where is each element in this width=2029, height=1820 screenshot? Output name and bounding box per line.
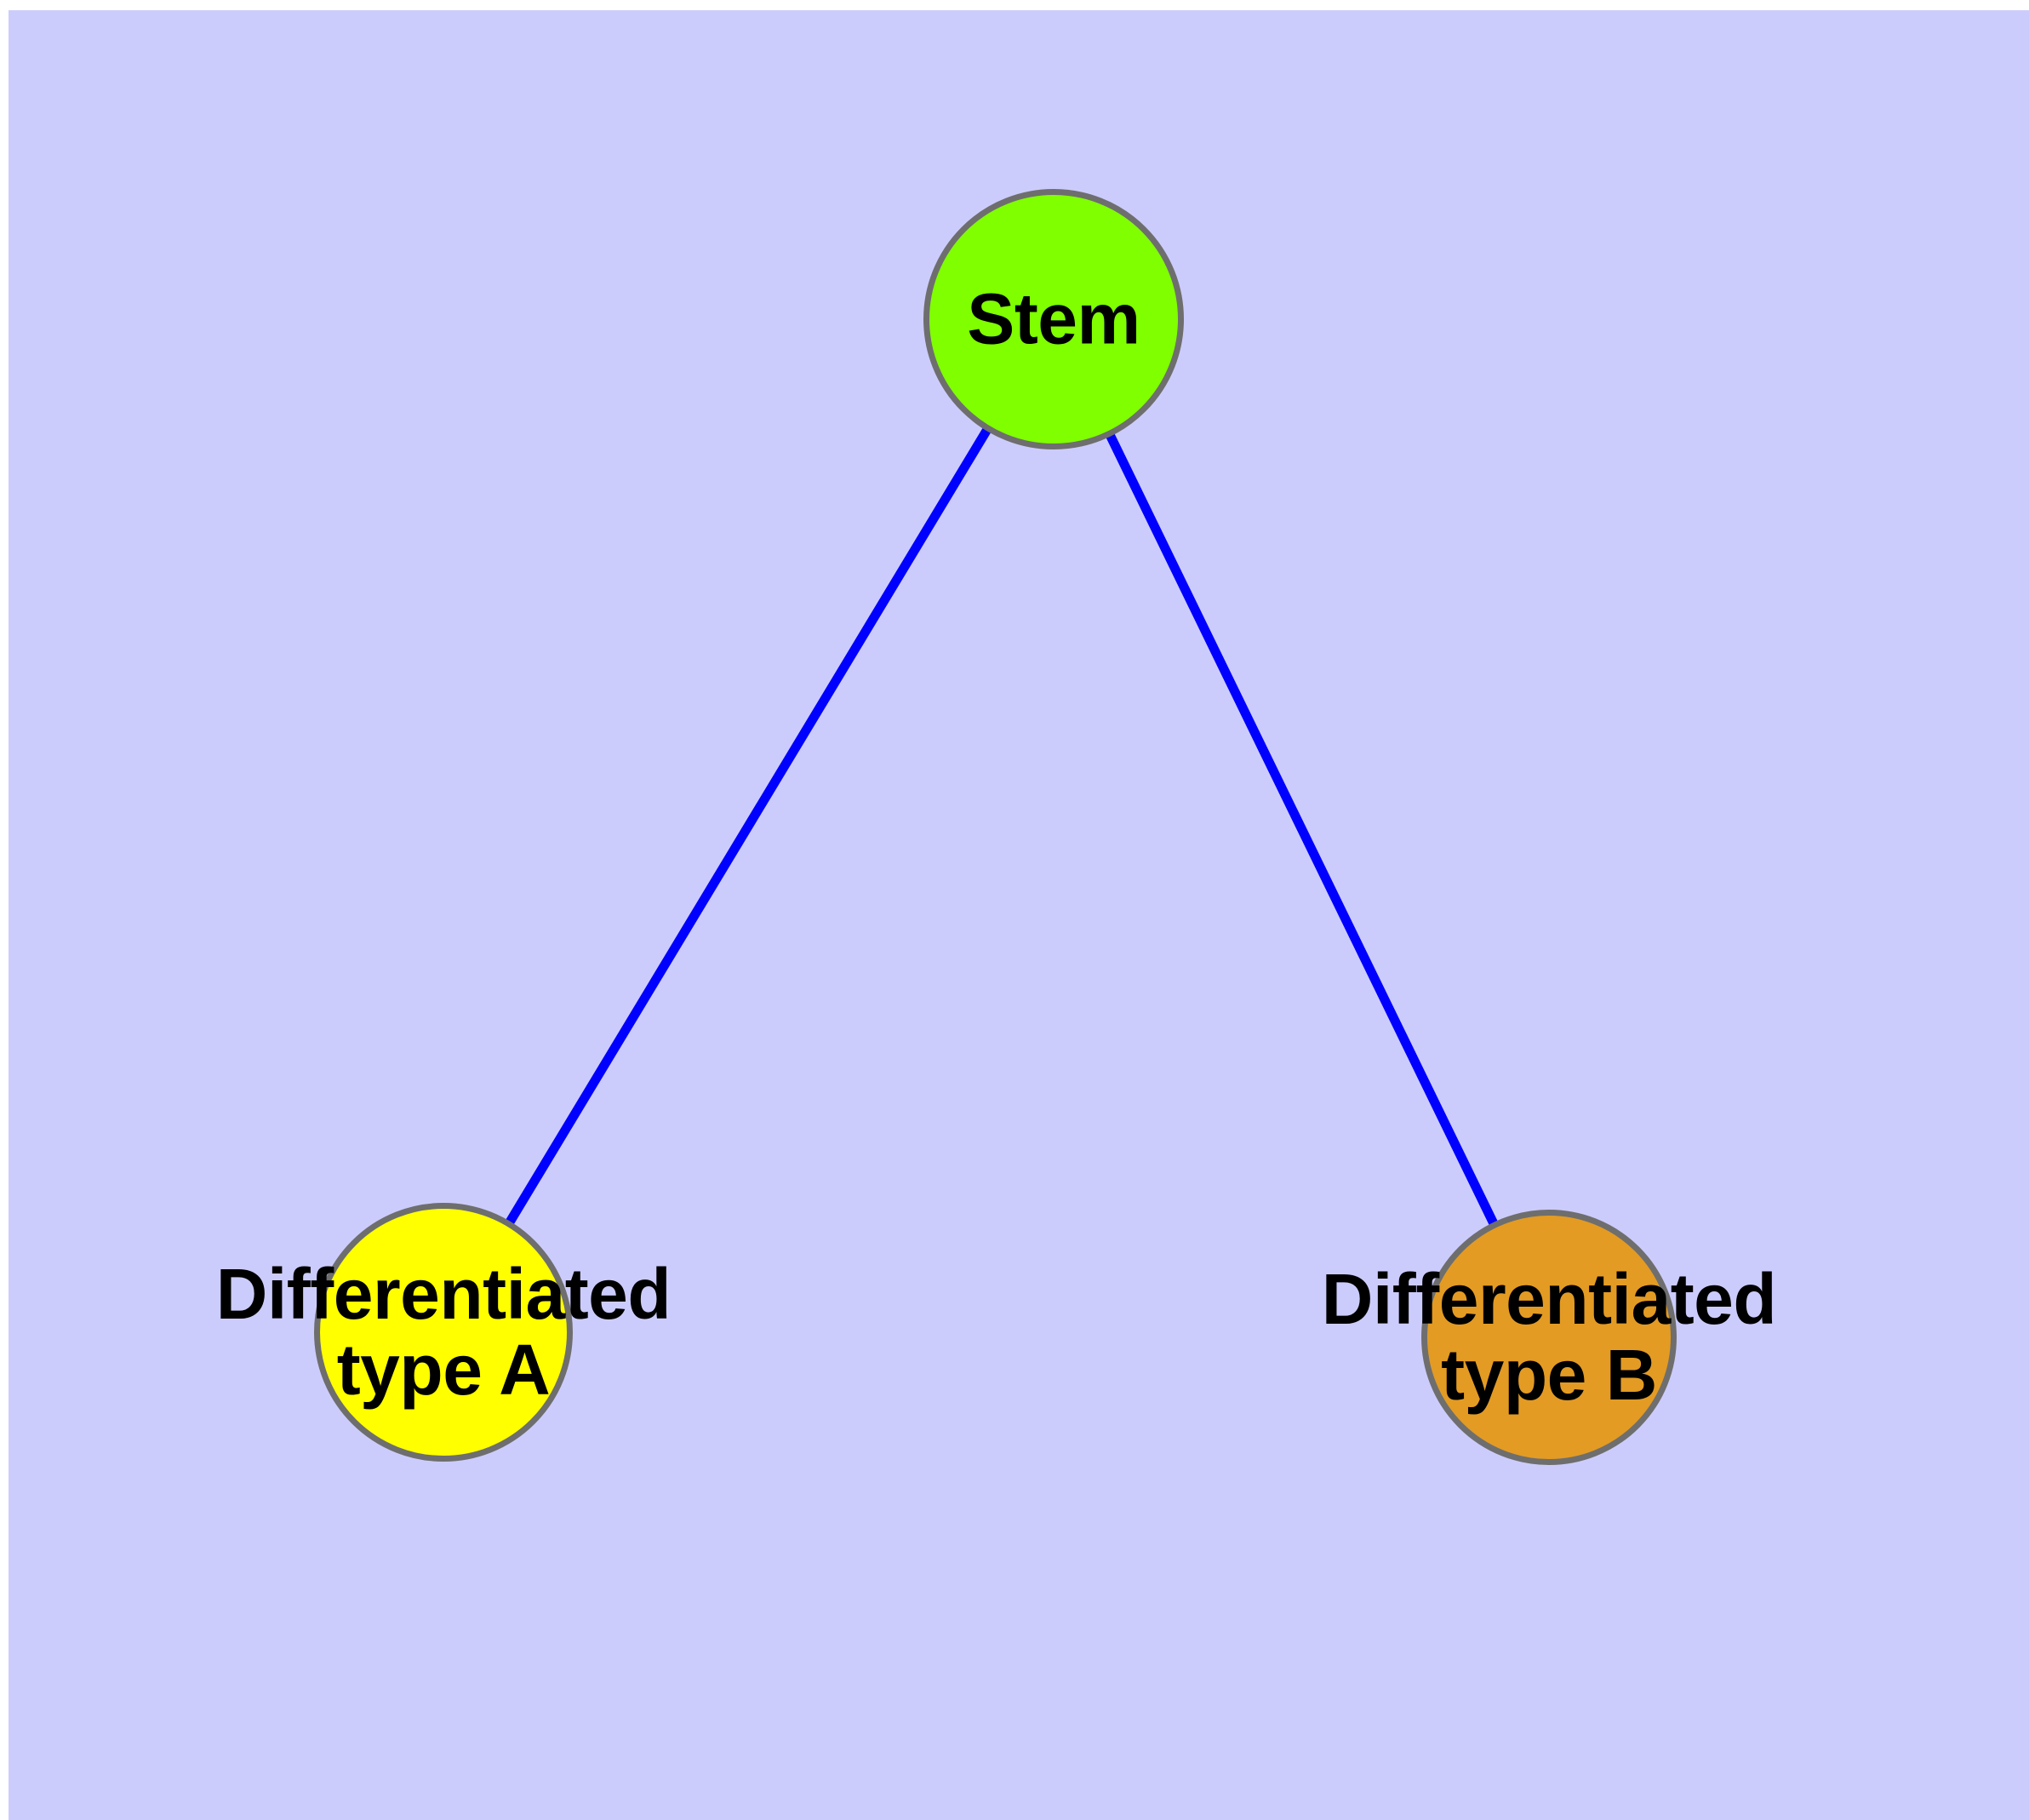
node-differentiated-type-a[interactable] — [314, 1203, 573, 1462]
graph-plot-area: Stem Differentiated type A Differentiate… — [9, 10, 2029, 1820]
edge-stem-to-differentiated-type-b — [1049, 317, 1553, 1340]
edge-stem-to-differentiated-type-a — [439, 317, 1058, 1335]
node-stem[interactable] — [923, 189, 1184, 449]
node-layer: Stem Differentiated type A Differentiate… — [9, 10, 2029, 1820]
edge-layer — [439, 317, 1553, 1340]
node-differentiated-type-b[interactable] — [1421, 1210, 1677, 1465]
